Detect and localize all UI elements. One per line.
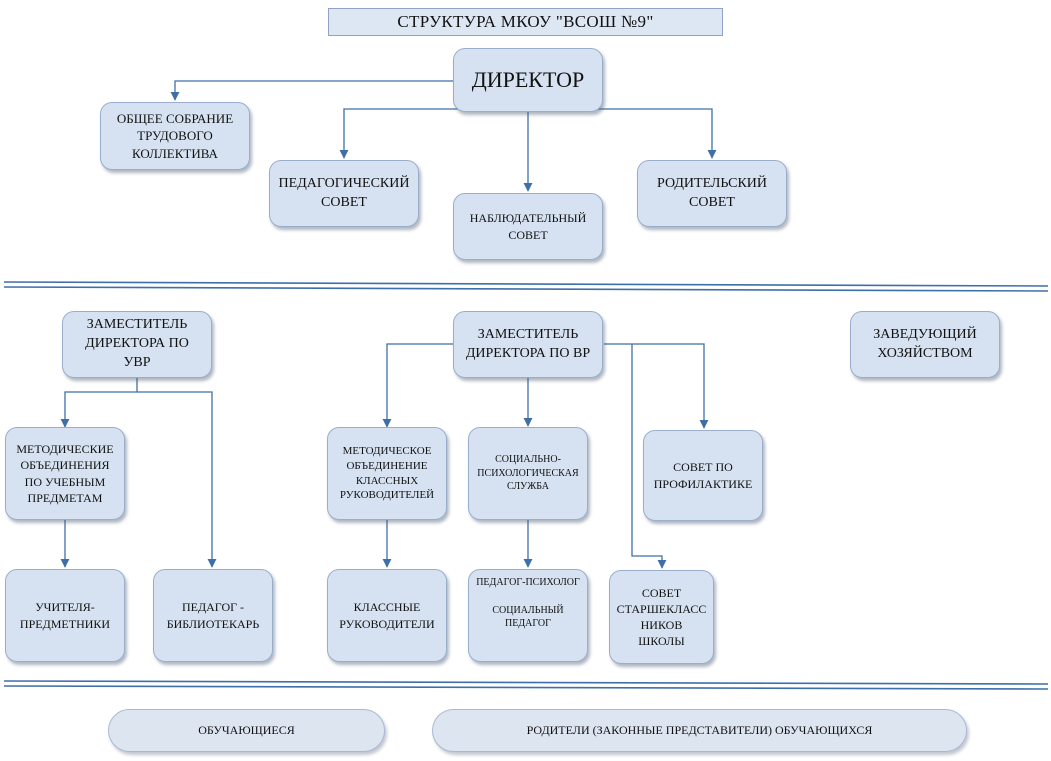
director-box: ДИРЕКТОР — [453, 48, 603, 112]
page-title: СТРУКТУРА МКОУ "ВСОШ №9" — [328, 8, 723, 36]
parent-council-line-1: РОДИТЕЛЬСКИЙ — [656, 175, 768, 191]
students-pill: ОБУЧАЮЩИЕСЯ — [108, 709, 385, 752]
deputy-vr-line-2: ДИРЕКТОРА ПО ВР — [465, 345, 591, 361]
arrow-vr-to-prevention — [604, 343, 709, 429]
social-service-line-3: СЛУЖБА — [506, 481, 550, 493]
method-class-line-4: РУКОВОДИТЕЛЕЙ — [339, 489, 435, 502]
general-meeting-line-1: ОБЩЕЕ СОБРАНИЕ — [116, 110, 234, 126]
parent-council-box: РОДИТЕЛЬСКИЙ СОВЕТ — [637, 160, 787, 227]
arrow-uvr-to-librarian — [137, 391, 217, 568]
librarian-box: ПЕДАГОГ - БИБЛИОТЕКАРЬ — [153, 569, 273, 662]
class-teachers-line-1: КЛАССНЫЕ — [353, 600, 421, 615]
librarian-line-1: ПЕДАГОГ - — [181, 600, 245, 615]
method-subject-box: МЕТОДИЧЕСКИЕ ОБЪЕДИНЕНИЯ ПО УЧЕБНЫМ ПРЕД… — [5, 427, 125, 520]
page-title-text: СТРУКТУРА МКОУ "ВСОШ №9" — [397, 12, 654, 31]
social-pedagogue-line-2: ПЕДАГОГ — [505, 618, 551, 629]
arrow-director-to-parent-council — [528, 108, 717, 159]
method-subject-line-2: ОБЪЕДИНЕНИЯ — [20, 458, 110, 473]
supervisory-council-line-1: НАБЛЮДАТЕЛЬНЫЙ — [469, 211, 587, 226]
social-service-box: СОЦИАЛЬНО- ПСИХОЛОГИЧЕСКАЯ СЛУЖБА — [468, 427, 588, 520]
deputy-uvr-line-3: УВР — [123, 354, 151, 370]
deputy-vr-box: ЗАМЕСТИТЕЛЬ ДИРЕКТОРА ПО ВР — [453, 311, 603, 378]
psychologist-label: ПЕДАГОГ-ПСИХОЛОГ — [476, 577, 580, 588]
method-class-box: МЕТОДИЧЕСКОЕ ОБЪЕДИНЕНИЕ КЛАССНЫХ РУКОВО… — [327, 427, 447, 520]
ped-council-line-1: ПЕДАГОГИЧЕСКИЙ — [278, 175, 410, 191]
social-pedagogue-line-1: СОЦИАЛЬНЫЙ — [492, 604, 564, 616]
arrow-vr-to-method-class — [382, 343, 453, 428]
parent-council-line-2: СОВЕТ — [689, 194, 735, 210]
social-service-line-1: СОЦИАЛЬНО- — [495, 454, 561, 466]
method-subject-line-4: ПРЕДМЕТАМ — [27, 490, 103, 505]
director-label: ДИРЕКТОР — [471, 67, 585, 93]
ped-council-box: ПЕДАГОГИЧЕСКИЙ СОВЕТ — [269, 160, 419, 227]
psychologist-box: ПЕДАГОГ-ПСИХОЛОГ СОЦИАЛЬНЫЙ ПЕДАГОГ — [468, 569, 588, 662]
librarian-line-2: БИБЛИОТЕКАРЬ — [166, 616, 260, 631]
senior-council-line-4: ШКОЛЫ — [638, 634, 685, 649]
subject-teachers-line-2: ПРЕДМЕТНИКИ — [19, 616, 111, 631]
method-subject-line-3: ПО УЧЕБНЫМ — [24, 474, 106, 489]
method-class-line-2: ОБЪЕДИНЕНИЕ — [346, 459, 428, 472]
class-teachers-box: КЛАССНЫЕ РУКОВОДИТЕЛИ — [327, 569, 447, 662]
arrow-director-to-ped-council — [339, 108, 529, 159]
separator-bottom — [3, 680, 1049, 690]
deputy-vr-line-1: ЗАМЕСТИТЕЛЬ — [477, 326, 579, 342]
deputy-uvr-line-1: ЗАМЕСТИТЕЛЬ — [86, 317, 188, 333]
arrow-uvr-to-method-subject — [60, 378, 138, 428]
method-subject-line-1: МЕТОДИЧЕСКИЕ — [16, 442, 114, 457]
class-teachers-line-2: РУКОВОДИТЕЛИ — [339, 616, 435, 631]
senior-council-line-1: СОВЕТ — [641, 585, 682, 600]
household-head-line-1: ЗАВЕДУЮЩИЙ — [873, 326, 977, 342]
household-head-box: ЗАВЕДУЮЩИЙ ХОЗЯЙСТВОМ — [850, 311, 1000, 378]
general-meeting-line-2: ТРУДОВОГО — [137, 128, 213, 144]
deputy-uvr-box: ЗАМЕСТИТЕЛЬ ДИРЕКТОРА ПО УВР — [62, 311, 212, 378]
arrow-vr-to-senior-council — [631, 344, 667, 569]
senior-council-line-2: СТАРШЕКЛАСС — [616, 601, 707, 616]
social-service-line-2: ПСИХОЛОГИЧЕСКАЯ — [477, 467, 579, 479]
arrow-director-to-general-meeting — [170, 80, 453, 101]
separator-top — [3, 281, 1049, 292]
method-class-line-3: КЛАССНЫХ — [355, 474, 419, 487]
prevention-council-box: СОВЕТ ПО ПРОФИЛАКТИКЕ — [643, 430, 763, 521]
prevention-council-line-1: СОВЕТ ПО — [673, 460, 733, 475]
subject-teachers-box: УЧИТЕЛЯ- ПРЕДМЕТНИКИ — [5, 569, 125, 662]
senior-council-box: СОВЕТ СТАРШЕКЛАСС НИКОВ ШКОЛЫ — [609, 570, 714, 664]
parents-label: РОДИТЕЛИ (ЗАКОННЫЕ ПРЕДСТАВИТЕЛИ) ОБУЧАЮ… — [526, 723, 873, 737]
household-head-line-2: ХОЗЯЙСТВОМ — [877, 345, 973, 361]
ped-council-line-2: СОВЕТ — [321, 194, 367, 210]
prevention-council-line-2: ПРОФИЛАКТИКЕ — [653, 476, 753, 491]
general-meeting-line-3: КОЛЛЕКТИВА — [132, 145, 218, 161]
method-class-line-1: МЕТОДИЧЕСКОЕ — [342, 444, 432, 457]
general-meeting-box: ОБЩЕЕ СОБРАНИЕ ТРУДОВОГО КОЛЛЕКТИВА — [100, 102, 250, 170]
supervisory-council-line-2: СОВЕТ — [508, 227, 548, 242]
parents-pill: РОДИТЕЛИ (ЗАКОННЫЕ ПРЕДСТАВИТЕЛИ) ОБУЧАЮ… — [432, 709, 967, 752]
supervisory-council-box: НАБЛЮДАТЕЛЬНЫЙ СОВЕТ — [453, 193, 603, 260]
deputy-uvr-line-2: ДИРЕКТОРА ПО — [85, 336, 189, 352]
students-label: ОБУЧАЮЩИЕСЯ — [198, 723, 295, 737]
subject-teachers-line-1: УЧИТЕЛЯ- — [35, 600, 95, 615]
senior-council-line-3: НИКОВ — [640, 618, 683, 632]
